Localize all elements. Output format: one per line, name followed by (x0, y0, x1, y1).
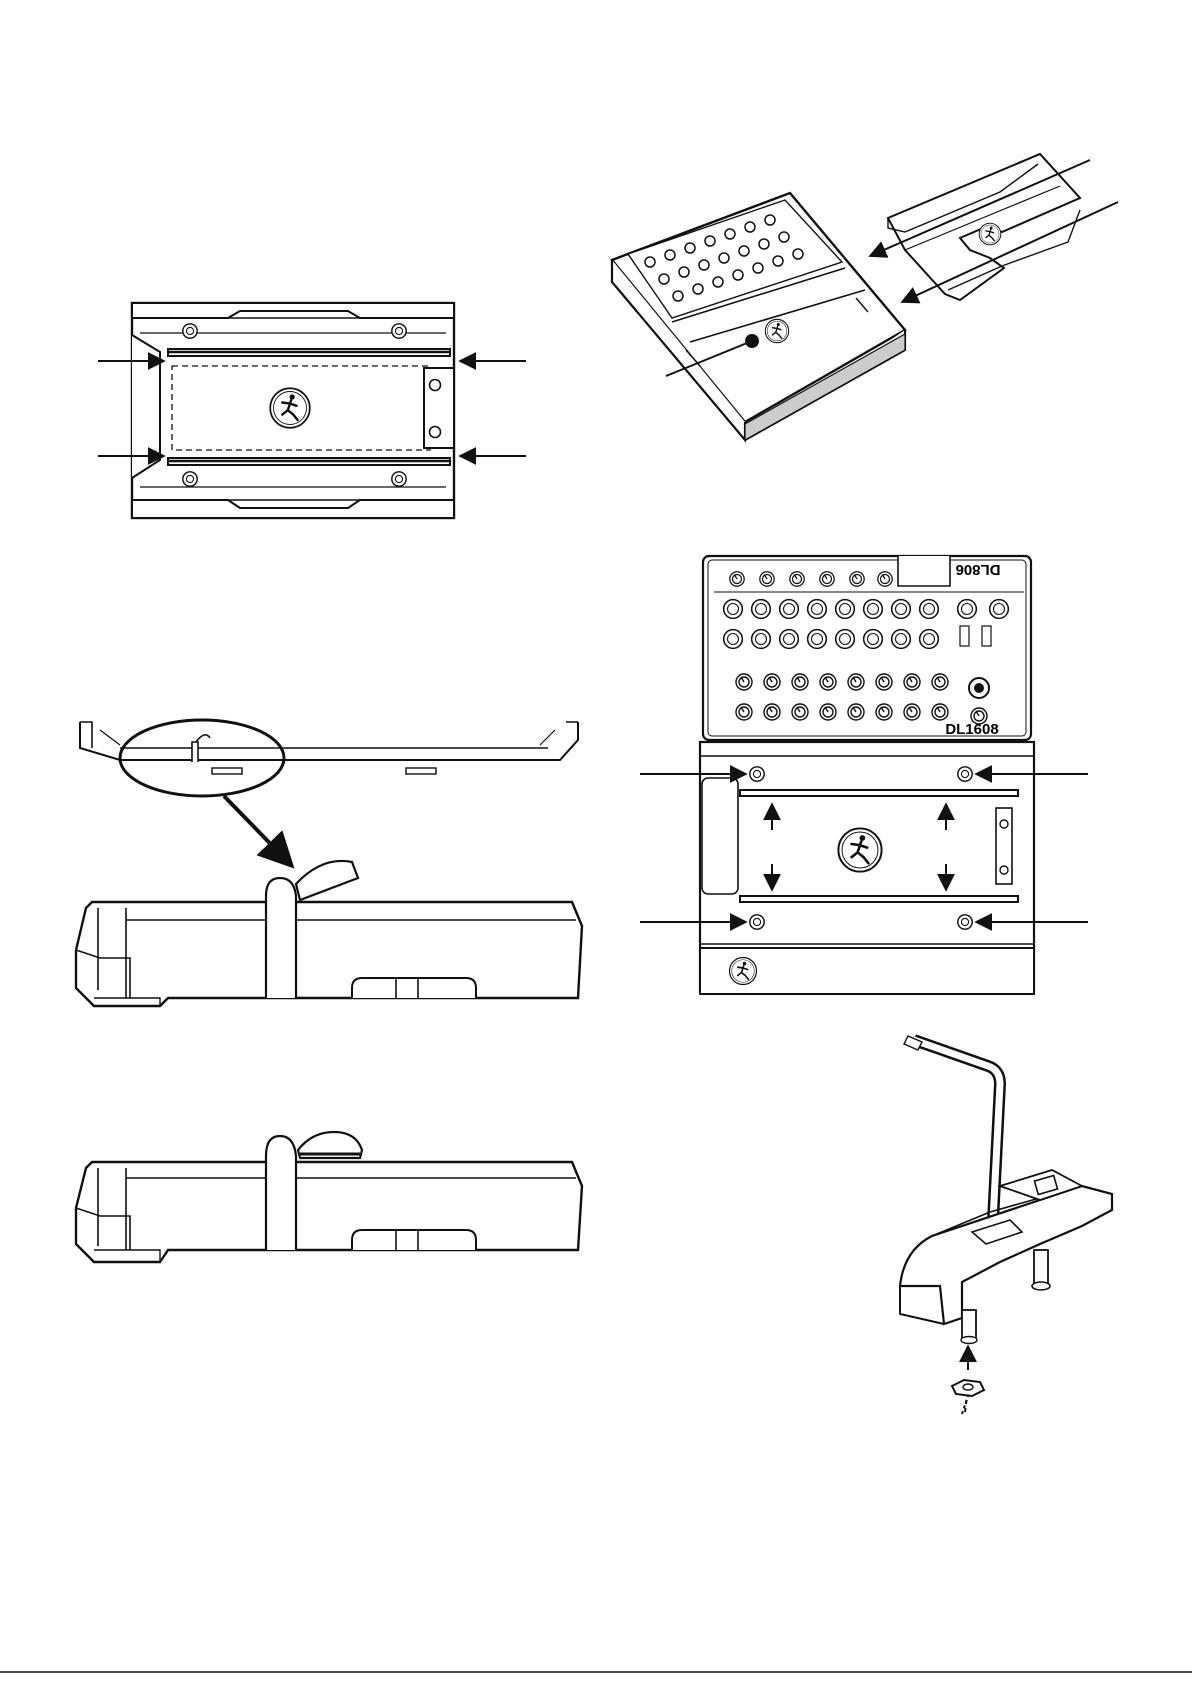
tray-side-enlarged (76, 902, 582, 1006)
mackie-logo-icon (270, 388, 310, 428)
hex-key (914, 1040, 1000, 1240)
zoom-arrow-icon (224, 796, 292, 866)
mackie-logo-icon (979, 223, 1001, 245)
panel-mounting-overview (612, 154, 1118, 440)
screw-icon (183, 472, 197, 486)
mackie-logo-icon (838, 828, 881, 871)
latch-open (296, 861, 358, 900)
screw-icon (183, 324, 197, 338)
panel-hex-key-assembly (900, 1036, 1112, 1414)
model-label-upper: DL806 (955, 561, 1000, 578)
screw-icon (392, 472, 406, 486)
mackie-logo-icon (730, 958, 757, 985)
model-label-lower: DL1608 (945, 721, 998, 738)
screw-icon (958, 767, 972, 781)
screw-icon (750, 915, 764, 929)
mackie-logo-icon (765, 319, 788, 342)
screw-icon (392, 324, 406, 338)
screw-icon (750, 767, 764, 781)
tray-side-closed (76, 1162, 582, 1262)
panel-top-view (98, 303, 526, 518)
panel-mixer-on-tray: DL806 (640, 556, 1088, 994)
panel-side-view-closed (76, 1132, 582, 1262)
panel-side-view-open (76, 720, 582, 1006)
screw-icon (958, 915, 972, 929)
